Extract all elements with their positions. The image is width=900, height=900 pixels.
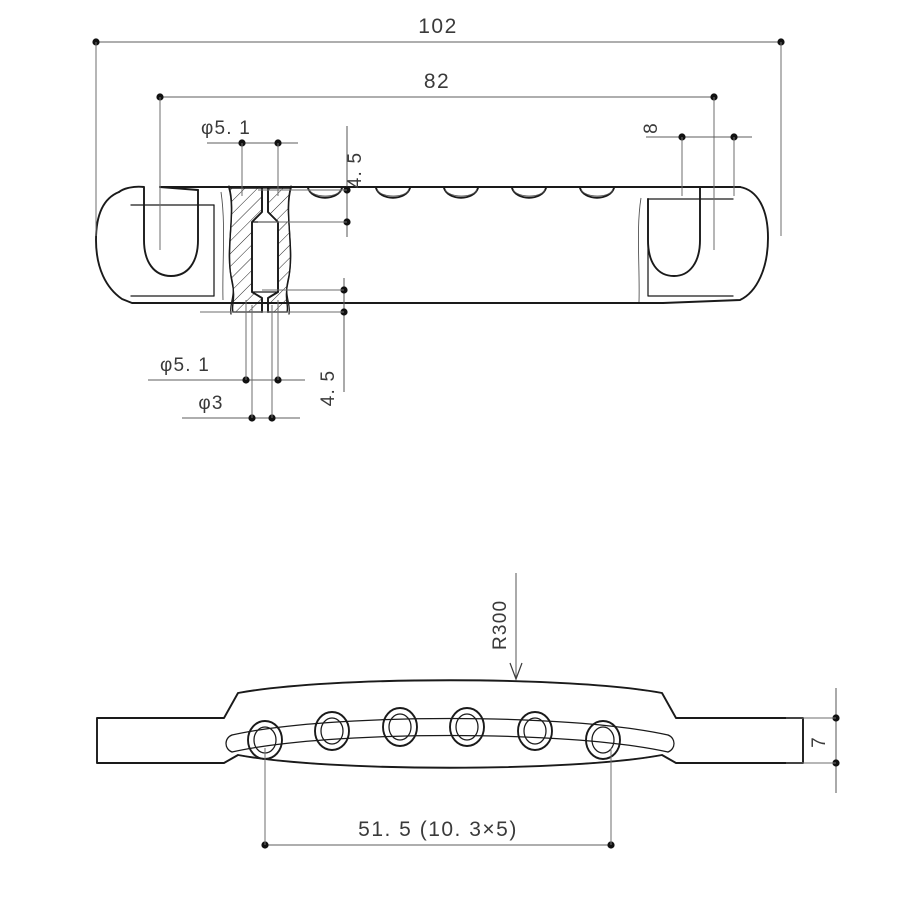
dimension-slot-width: 8 [641,122,752,196]
bottom-view-group: R300 7 51. 5 (10. 3×5) [96,573,840,849]
dimension-label-counterbore-depth-lower: 4. 5 [318,370,339,407]
string-holes-plan-view [247,707,621,760]
radius-callout-r300: R300 [490,573,523,681]
dimension-label-thickness: 7 [809,736,830,748]
dimension-label-counterbore-lower: φ5. 1 [160,355,210,376]
dimension-pin-diameter: φ3 [182,305,300,422]
dimension-label-pin-diameter: φ3 [198,393,223,414]
dimension-label-hole-spacing: 51. 5 (10. 3×5) [358,818,518,841]
dimension-counterbore-depth-lower: 4. 5 [200,278,348,406]
dimension-label-stud-span: 82 [424,70,450,93]
dimension-stud-span: 82 [156,70,718,250]
string-hole-arcs-top-view [307,187,615,199]
dimension-label-slot-width: 8 [641,122,662,134]
dimension-label-crown-radius: R300 [490,600,511,650]
dimension-overall-length: 102 [92,15,785,236]
dimension-hole-spacing: 51. 5 (10. 3×5) [261,748,615,849]
section-cut-hatching [228,185,292,315]
string-hole-5 [517,711,553,751]
dimension-counterbore-lower: φ5. 1 [148,300,305,384]
string-hole-6 [585,720,621,760]
dimension-label-counterbore-upper: φ5. 1 [201,118,251,139]
dimension-label-counterbore-depth-upper: 4. 5 [345,152,366,189]
string-hole-4 [449,707,485,747]
dimension-label-overall-length: 102 [418,15,458,38]
string-hole-2 [314,711,350,751]
dimension-thickness: 7 [786,688,840,793]
tailpiece-body-outline [95,185,769,304]
string-hole-3 [382,707,418,747]
dimension-counterbore-upper: φ5. 1 [201,118,298,196]
dimension-counterbore-depth-upper: 4. 5 [258,126,366,237]
top-view-group: 102 82 φ5. 1 4. 5 [92,15,785,422]
